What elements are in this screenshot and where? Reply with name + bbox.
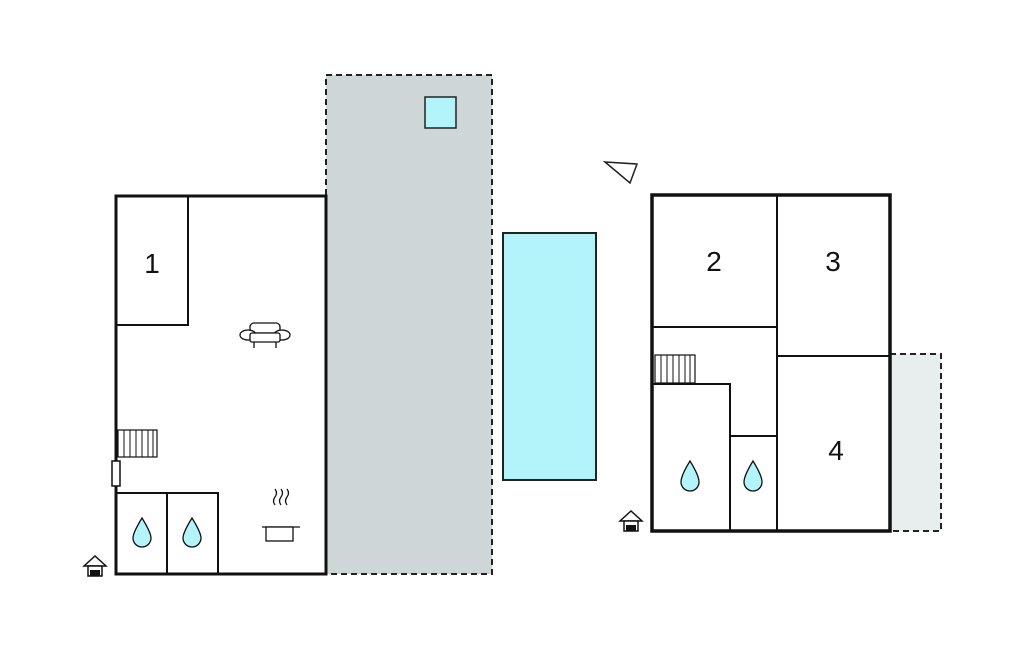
kitchen-pot-icon [262,488,300,542]
right-building: 2 3 4 [650,193,892,533]
door-marker [111,460,121,487]
room-label-2: 2 [706,246,722,277]
skylight-icon [424,96,457,129]
stairs-icon [654,354,696,384]
terrace-area [325,74,493,575]
water-drop-icon [182,516,202,548]
room-label-3: 3 [825,246,841,277]
room-1 [115,195,189,326]
north-arrow-icon [602,161,639,185]
left-building: 1 [111,194,328,576]
water-drop-icon [680,459,700,492]
bathroom-d [729,435,778,532]
water-drop-icon [743,459,763,492]
bathroom-b [166,492,219,575]
side-terrace [889,353,942,532]
stairs-icon [117,429,158,458]
room-label-4: 4 [828,435,844,466]
entrance-icon [82,554,108,577]
room-label-1: 1 [144,248,160,279]
water-drop-icon [132,516,152,548]
sofa-icon [239,322,291,348]
entrance-icon [618,509,644,532]
swimming-pool [502,232,597,481]
